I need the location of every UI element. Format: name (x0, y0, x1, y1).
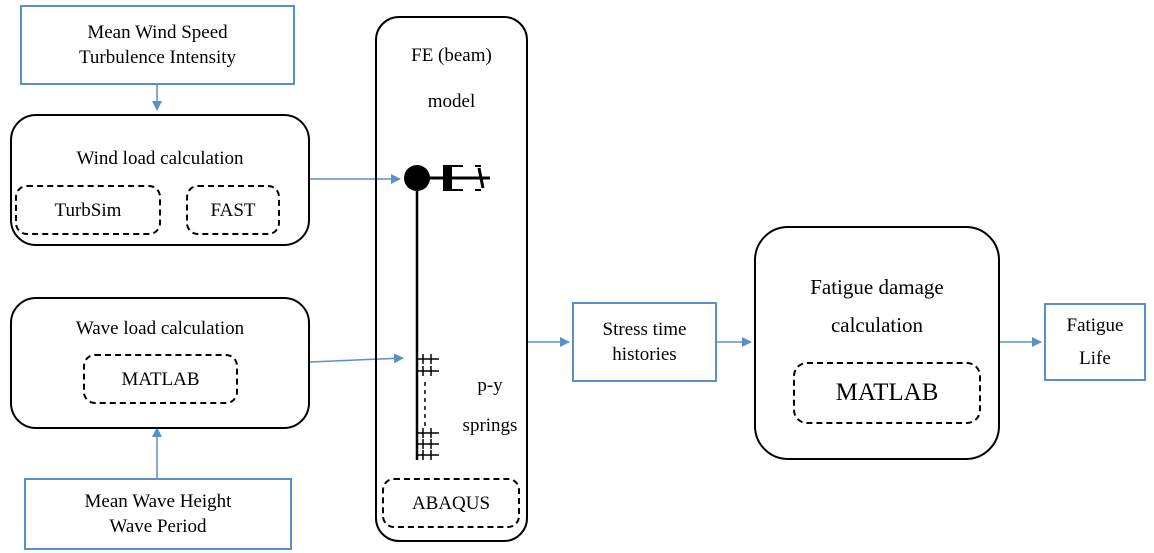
wave-inputs-line2: Wave Period (109, 516, 207, 537)
wind-inputs-line2: Turbulence Intensity (78, 47, 237, 68)
wind-inputs-box: Mean Wind Speed Turbulence Intensity (20, 5, 295, 85)
fe-model-box (375, 16, 528, 542)
fatigue-damage-box: Fatigue damage calculation (754, 226, 1000, 460)
py-springs-upper (417, 354, 439, 376)
fatigue-matlab-box: MATLAB (793, 362, 981, 424)
stress-line2: histories (612, 344, 677, 365)
wind-load-box: Wind load calculation (10, 114, 310, 246)
rotor-blade-diag (477, 167, 485, 189)
py-springs-label-line1: p-y (477, 375, 503, 396)
fe-model-title-line2: model (427, 91, 476, 112)
fe-model-title-line1: FE (beam) (411, 45, 492, 66)
wave-load-title: Wave load calculation (75, 318, 245, 339)
beam-model-drawing (404, 165, 490, 460)
abaqus-box: ABAQUS (382, 478, 520, 528)
py-springs-lower (417, 428, 439, 460)
fatigue-life-box: Fatigue Life (1044, 303, 1146, 381)
wave-matlab-label: MATLAB (121, 368, 200, 390)
wave-matlab-box: MATLAB (83, 354, 238, 404)
wave-inputs-box: Mean Wave Height Wave Period (24, 478, 292, 550)
fatigue-matlab-label: MATLAB (835, 379, 939, 406)
fatigue-life-line2: Life (1079, 348, 1111, 369)
fatigue-damage-line2: calculation (830, 313, 924, 337)
arrow-wave-load-to-fe (309, 353, 404, 364)
wave-load-box: Wave load calculation (10, 297, 310, 429)
stress-time-histories-box: Stress time histories (572, 302, 717, 382)
rotor-hub-block (443, 165, 452, 191)
fatigue-life-line1: Fatigue (1066, 315, 1124, 336)
wind-inputs-line1: Mean Wind Speed (87, 22, 228, 43)
turbsim-label: TurbSim (54, 199, 122, 221)
stress-line1: Stress time (602, 319, 687, 340)
fast-box: FAST (186, 185, 280, 235)
turbsim-box: TurbSim (15, 185, 161, 235)
fast-label: FAST (210, 199, 256, 221)
wave-inputs-line1: Mean Wave Height (84, 491, 232, 512)
wind-load-title: Wind load calculation (76, 148, 244, 169)
py-springs-label-line2: springs (462, 415, 518, 436)
abaqus-label: ABAQUS (411, 492, 491, 514)
fatigue-damage-line1: Fatigue damage (810, 275, 944, 299)
